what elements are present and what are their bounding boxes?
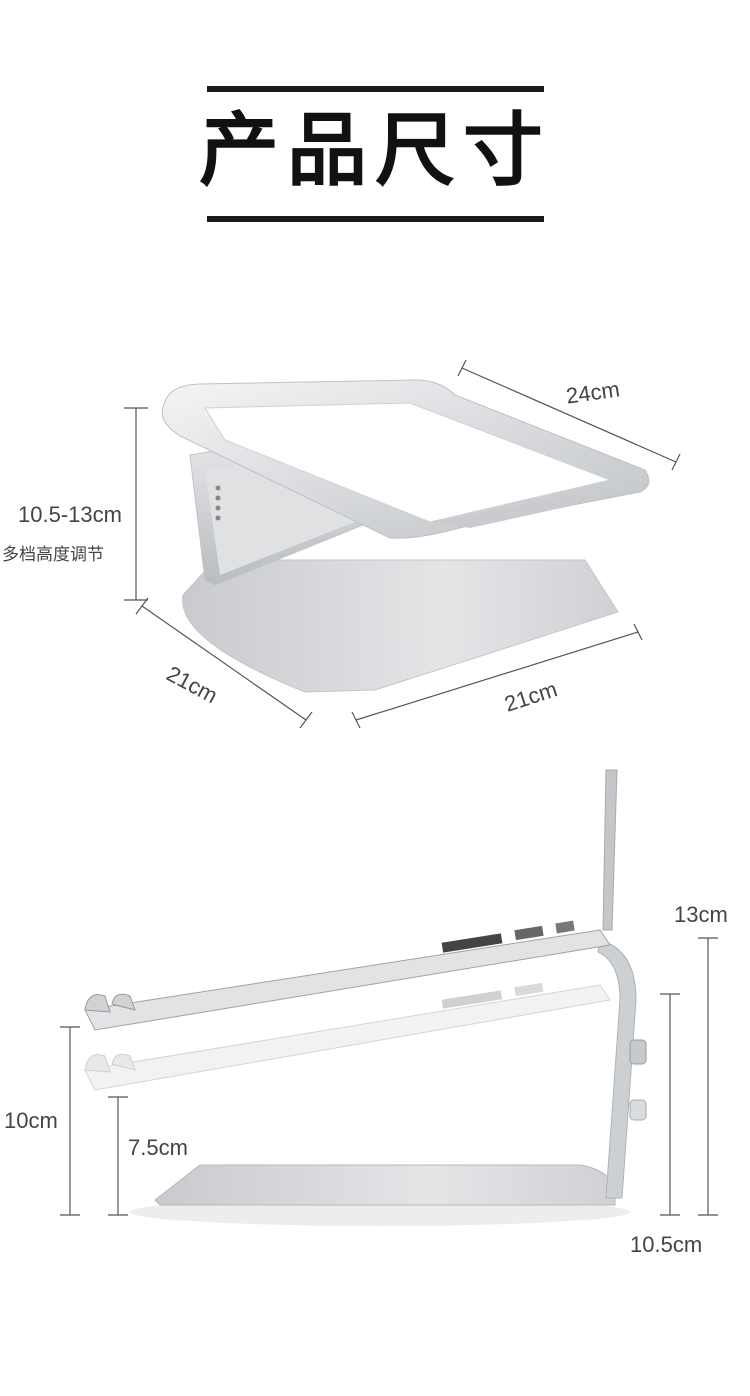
depth-dimension-line [135,597,313,729]
front-low-label: 7.5cm [128,1135,188,1160]
stand-side-view [84,769,647,1226]
height-dimension-line [124,407,148,601]
title-bottom-rule [207,216,544,222]
height-range-label: 10.5-13cm [18,502,122,527]
height-adjust-note: 多档高度调节 [2,545,104,565]
max-height-label: 13cm [674,902,728,927]
min-height-label: 10.5cm [630,1232,703,1257]
stand-iso-view [161,379,650,693]
base-dimension-line [351,623,643,729]
title-top-rule [207,86,544,92]
front-high-label: 10cm [4,1108,58,1133]
page-title: 产品尺寸 [199,104,551,197]
side-dimension-lines [60,937,718,1216]
width-dimension-line [457,359,681,471]
